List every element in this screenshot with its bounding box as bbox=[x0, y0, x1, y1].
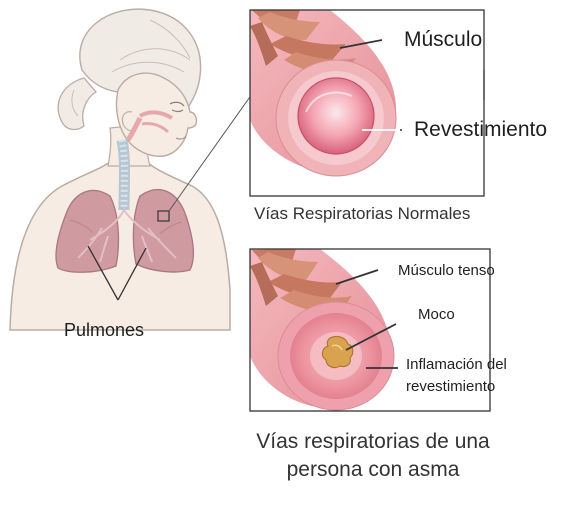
label-musculo-tenso: Músculo tenso bbox=[398, 262, 495, 279]
normal-lumen bbox=[298, 78, 374, 154]
caption-normal-airway: Vías Respiratorias Normales bbox=[254, 204, 470, 224]
label-inflamacion-line2: revestimiento bbox=[406, 378, 495, 395]
label-moco: Moco bbox=[418, 306, 455, 323]
label-inflamacion-line1: Inflamación del bbox=[406, 356, 507, 373]
caption-asthma-airway: Vías respiratorias de una persona con as… bbox=[230, 428, 516, 484]
label-pulmones: Pulmones bbox=[64, 320, 144, 341]
label-musculo: Músculo bbox=[404, 28, 482, 52]
trachea bbox=[122, 140, 125, 210]
label-revestimiento: Revestimiento bbox=[414, 118, 547, 142]
girl-figure bbox=[10, 9, 252, 330]
